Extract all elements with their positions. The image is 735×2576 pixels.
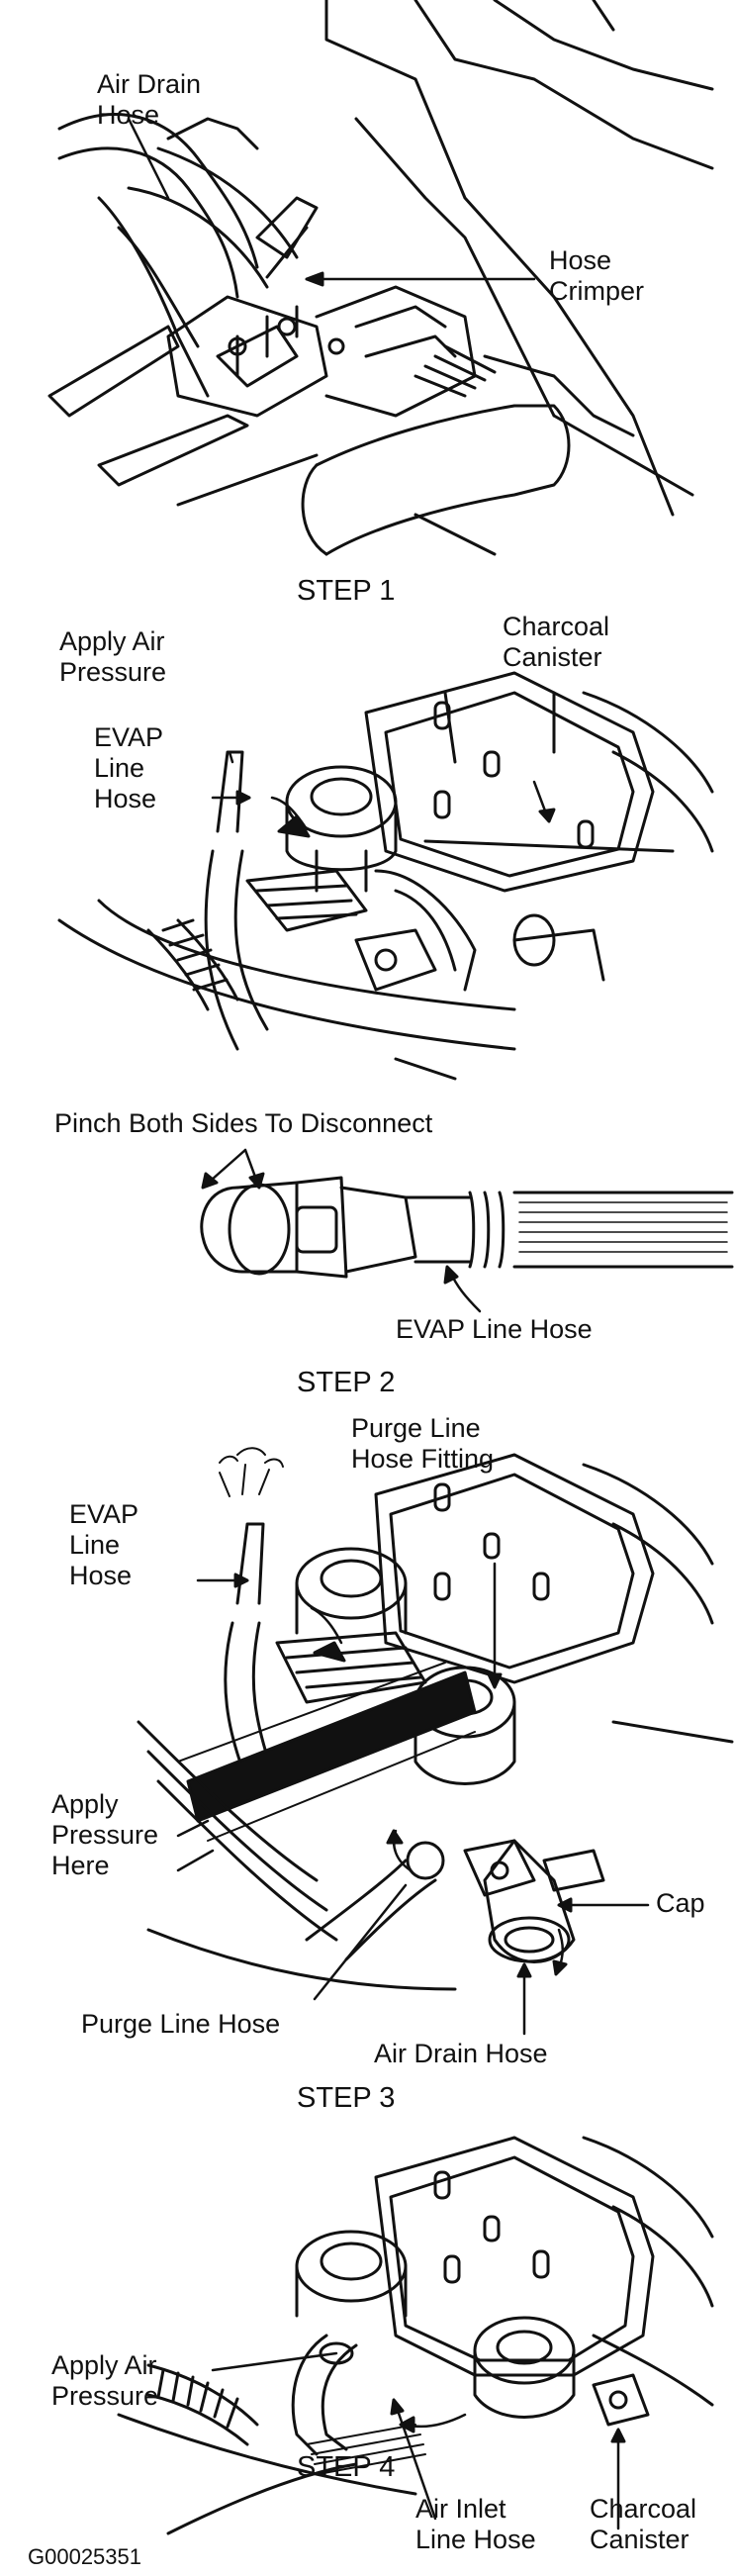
evap-line-hose-bottom-label: EVAP Line Hose xyxy=(396,1314,593,1344)
evap-line-hose-step3-label: EVAP Line Hose xyxy=(69,1499,139,1590)
apply-air-pressure-label: Apply Air Pressure xyxy=(59,626,167,687)
step4-title: STEP 4 xyxy=(297,2451,396,2483)
cap-label: Cap xyxy=(656,1888,705,1918)
purge-line-hose-fitting-label: Purge Line Hose Fitting xyxy=(351,1413,495,1474)
evap-line-hose-label: EVAP Line Hose xyxy=(94,722,164,813)
air-inlet-line-hose-label: Air Inlet Line Hose xyxy=(415,2494,536,2554)
step2-connector-illustration xyxy=(200,1148,734,1313)
apply-pressure-here-label: Apply Pressure Here xyxy=(51,1789,159,1880)
step2-canister-illustration xyxy=(57,671,714,1081)
step3-illustration xyxy=(137,1447,734,2036)
purge-line-hose-label: Purge Line Hose xyxy=(81,2009,281,2039)
pinch-both-sides-label: Pinch Both Sides To Disconnect xyxy=(54,1108,433,1138)
charcoal-canister-step4-label: Charcoal Canister xyxy=(590,2494,697,2554)
step1-illustration xyxy=(47,0,714,556)
hose-crimper-label: Hose Crimper xyxy=(549,245,645,306)
step3-title: STEP 3 xyxy=(297,2082,396,2114)
apply-air-pressure-step4-label: Apply Air Pressure xyxy=(51,2350,159,2411)
step2-title: STEP 2 xyxy=(297,1367,396,1398)
charcoal-canister-label: Charcoal Canister xyxy=(503,612,610,672)
figure-code: G00025351 xyxy=(28,2544,141,2569)
air-drain-hose-label: Air Drain Hose xyxy=(97,69,202,130)
step4-illustration xyxy=(117,2136,714,2535)
step1-title: STEP 1 xyxy=(297,575,396,607)
air-drain-hose-step3-label: Air Drain Hose xyxy=(374,2039,548,2068)
